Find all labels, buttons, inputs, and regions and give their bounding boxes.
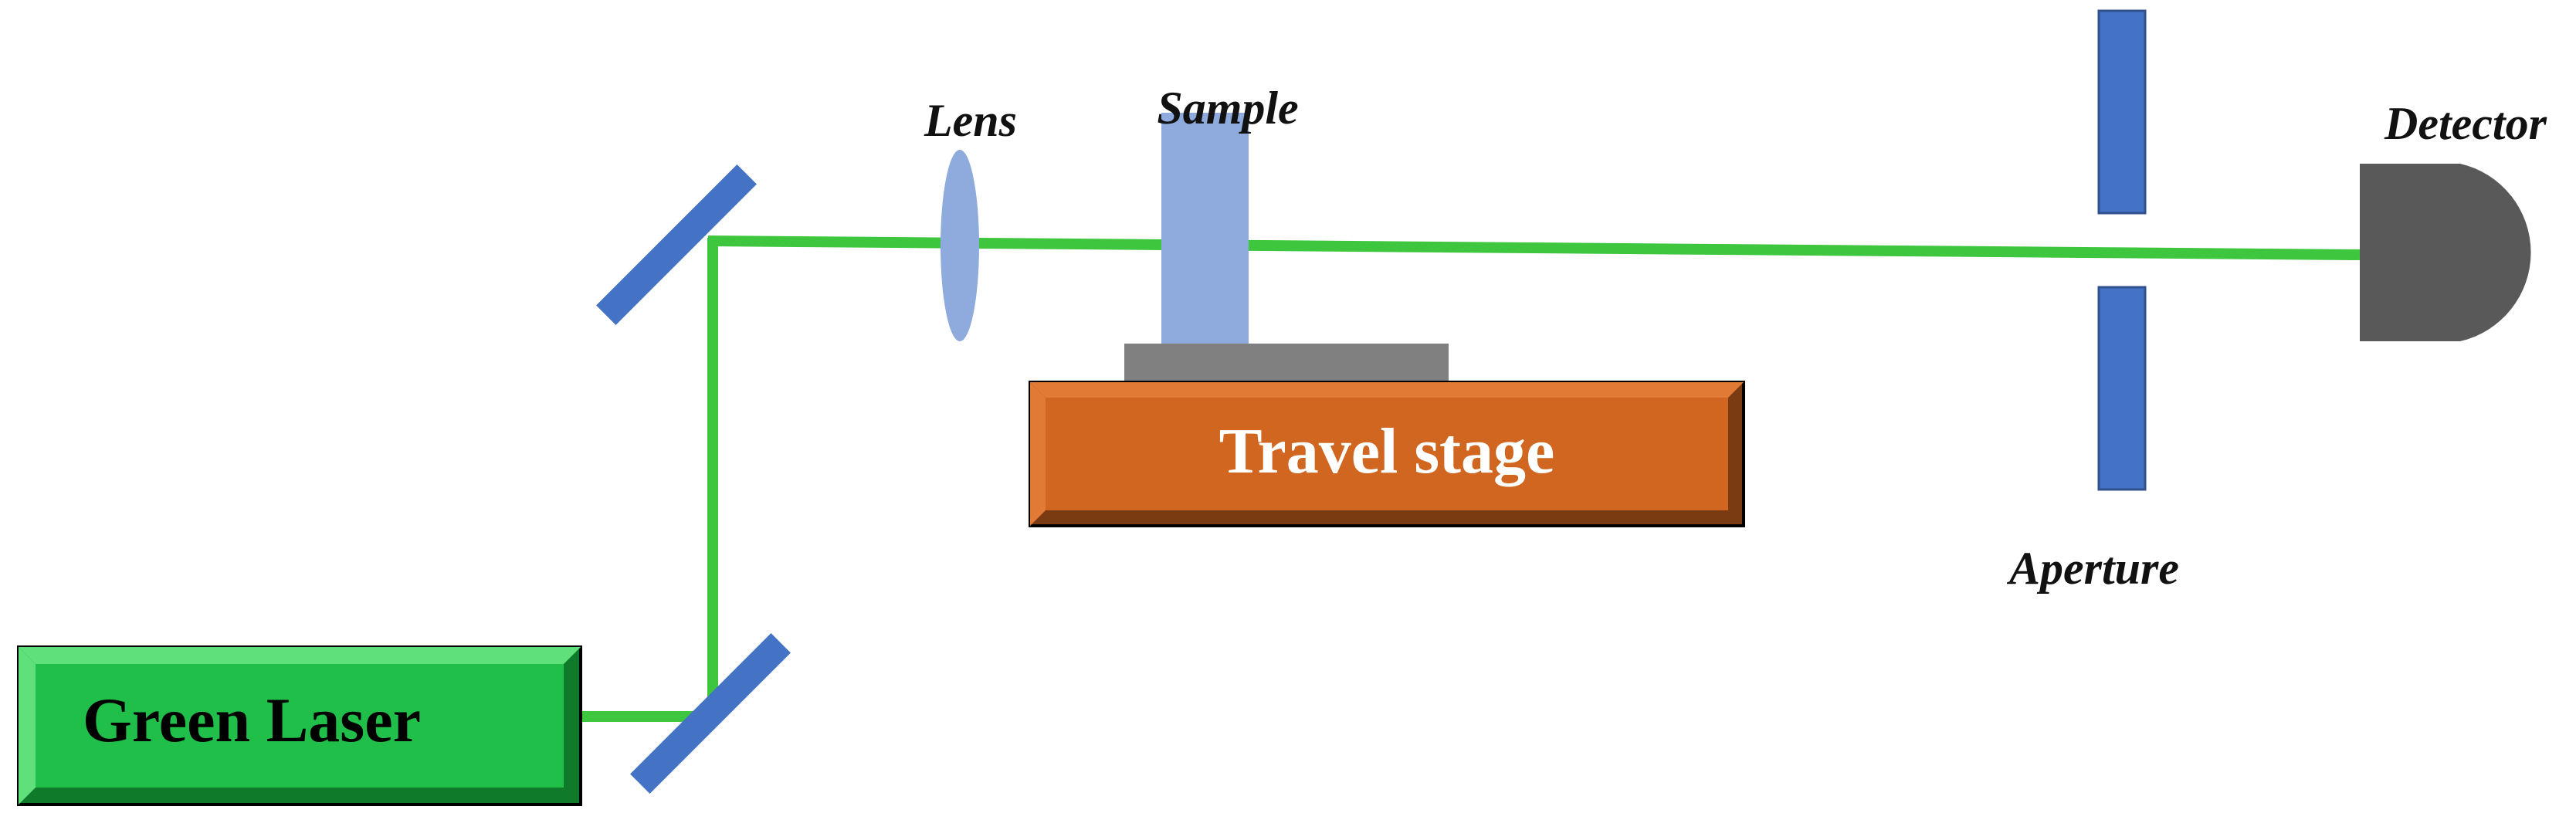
lens-label: Lens (924, 95, 1017, 146)
lens-icon (941, 150, 979, 341)
travel-stage: Travel stage (1029, 381, 1745, 527)
green-laser-label: Green Laser (83, 685, 421, 755)
beam-segment-to-detector (707, 235, 2361, 260)
aperture-label: Aperture (2006, 543, 2179, 594)
sample-label: Sample (1157, 83, 1298, 134)
sample-block (1161, 113, 1249, 346)
upper-mirror (596, 164, 757, 325)
green-laser-source: Green Laser (17, 645, 582, 806)
travel-stage-label: Travel stage (1219, 415, 1555, 487)
aperture-lower-blade (2097, 286, 2147, 491)
detector-label: Detector (2384, 98, 2547, 149)
lower-mirror (630, 633, 791, 794)
aperture-upper-blade (2097, 9, 2147, 215)
detector-icon (2360, 164, 2531, 341)
sample-holder (1124, 344, 1449, 385)
